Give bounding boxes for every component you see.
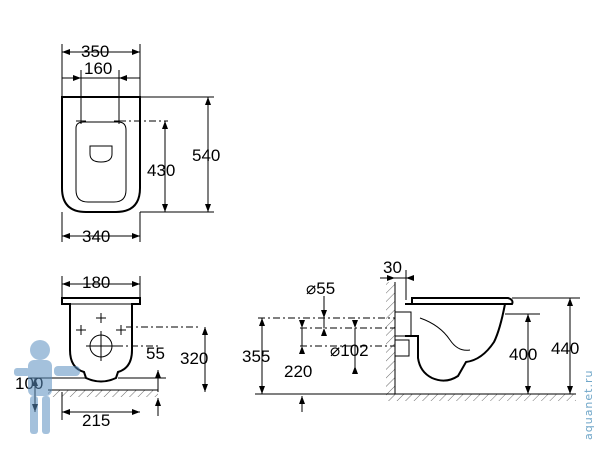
top-view-bowl-outline xyxy=(61,96,141,213)
dim-dia-102: ⌀102 xyxy=(330,341,369,360)
dim-180: 180 xyxy=(82,273,110,292)
dim-30: 30 xyxy=(383,258,402,277)
top-view-outlet xyxy=(89,145,113,163)
dim-440: 440 xyxy=(551,339,579,358)
side-view-seat xyxy=(411,297,514,305)
top-view: 350 160 340 430 540 xyxy=(61,42,220,246)
side-view-bowl xyxy=(405,303,507,382)
dim-340: 340 xyxy=(82,227,110,246)
front-view-body xyxy=(61,297,141,383)
dim-400: 400 xyxy=(509,345,537,364)
front-view: 180 320 55 100 215 xyxy=(15,273,208,430)
watermark-text: aquanet.ru xyxy=(582,370,595,440)
watermark-figure xyxy=(14,340,80,434)
dim-160: 160 xyxy=(84,59,112,78)
dim-320: 320 xyxy=(180,349,208,368)
dim-dia-55: ⌀55 xyxy=(306,279,335,298)
dim-430: 430 xyxy=(147,161,175,180)
dim-540: 540 xyxy=(192,146,220,165)
dim-220: 220 xyxy=(284,362,312,381)
dim-215: 215 xyxy=(82,411,110,430)
dim-355: 355 xyxy=(242,347,270,366)
dim-55: 55 xyxy=(146,344,165,363)
dim-350: 350 xyxy=(81,42,109,61)
side-view: 30 ⌀55 ⌀102 355 220 400 440 xyxy=(242,258,580,412)
